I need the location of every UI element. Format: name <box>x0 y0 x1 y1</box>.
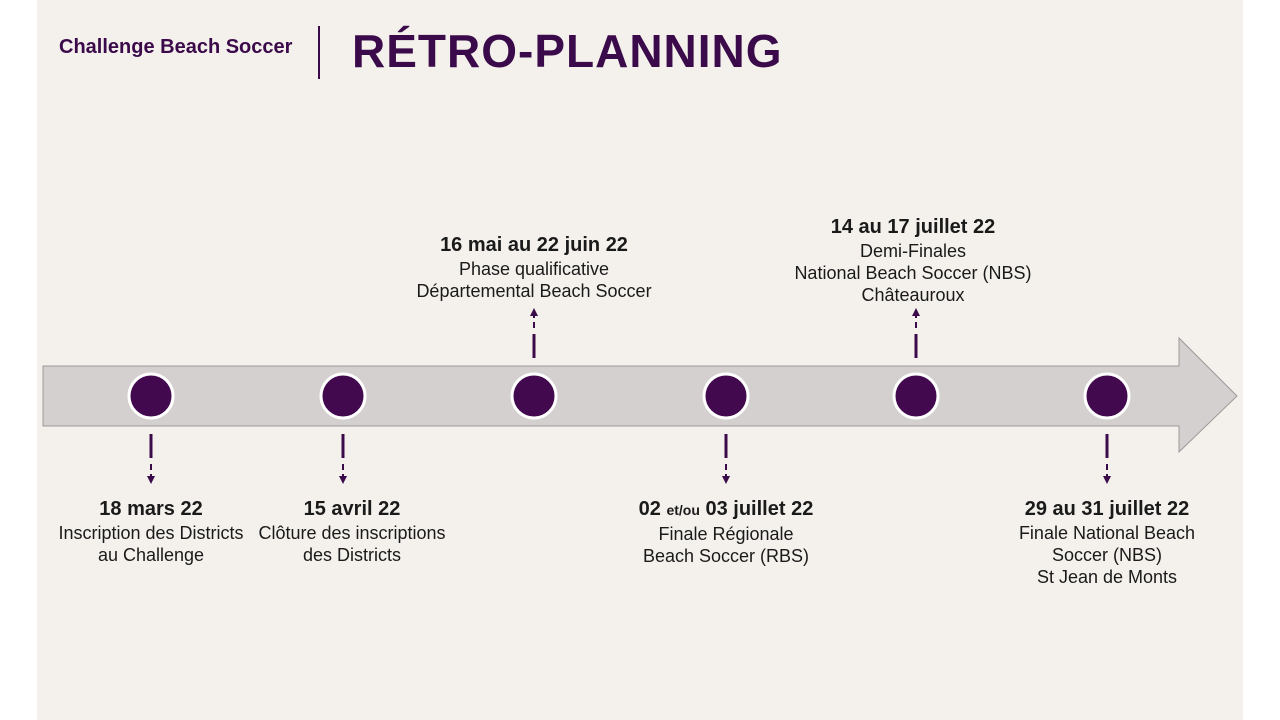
milestone-label-1: 18 mars 22 Inscription des Districts au … <box>37 496 281 566</box>
milestone-text: St Jean de Monts <box>1036 567 1178 587</box>
milestone-dot-3 <box>510 372 558 420</box>
milestone-date: 02 et/ou 03 juillet 22 <box>596 496 856 523</box>
milestone-date: 14 au 17 juillet 22 <box>830 216 996 238</box>
milestone-date: 29 au 31 juillet 22 <box>1024 498 1190 520</box>
milestone-text: des Districts <box>302 545 401 565</box>
milestone-text: Beach Soccer (RBS) <box>642 546 810 566</box>
milestone-date: 18 mars 22 <box>99 498 203 520</box>
date-part: 03 juillet 22 <box>705 498 814 520</box>
page-title: RÉTRO-PLANNING <box>352 25 783 77</box>
milestone-text: au Challenge <box>97 545 205 565</box>
milestone-dot-5 <box>892 372 940 420</box>
milestone-label-5: 14 au 17 juillet 22 Demi-Finales Nationa… <box>773 214 1053 306</box>
subtitle: Challenge Beach Soccer <box>59 36 293 58</box>
milestone-text: Clôture des inscriptions <box>258 523 446 543</box>
milestone-text: Phase qualificative <box>458 259 610 279</box>
timeline-arrow <box>42 336 1238 454</box>
milestone-text: National Beach Soccer (NBS) <box>794 263 1032 283</box>
milestone-text: Demi-Finales <box>859 241 967 261</box>
milestone-label-6: 29 au 31 juillet 22 Finale National Beac… <box>977 496 1237 588</box>
milestone-text: Soccer (NBS) <box>1051 545 1163 565</box>
date-part: 02 <box>638 498 661 520</box>
milestone-date: 16 mai au 22 juin 22 <box>440 234 628 256</box>
date-conjunction: et/ou <box>666 502 700 518</box>
milestone-dot-4 <box>702 372 750 420</box>
milestone-text: Finale Régionale <box>658 524 794 544</box>
milestone-text: Départemental Beach Soccer <box>416 281 652 301</box>
milestone-dot-2 <box>319 372 367 420</box>
milestone-label-4: 02 et/ou 03 juillet 22 Finale Régionale … <box>596 496 856 567</box>
timeline-diagram <box>42 308 1238 484</box>
milestone-dot-1 <box>127 372 175 420</box>
milestone-date: 15 avril 22 <box>303 498 401 520</box>
title-divider <box>318 26 320 79</box>
milestone-label-3: 16 mai au 22 juin 22 Phase qualificative… <box>404 232 664 302</box>
milestone-text: Finale National Beach <box>1018 523 1196 543</box>
slide: Challenge Beach Soccer RÉTRO-PLANNING <box>37 0 1243 720</box>
milestone-label-2: 15 avril 22 Clôture des inscriptions des… <box>222 496 482 566</box>
milestone-text: Châteauroux <box>861 285 965 305</box>
milestone-dot-6 <box>1083 372 1131 420</box>
milestone-text: Inscription des Districts <box>58 523 244 543</box>
